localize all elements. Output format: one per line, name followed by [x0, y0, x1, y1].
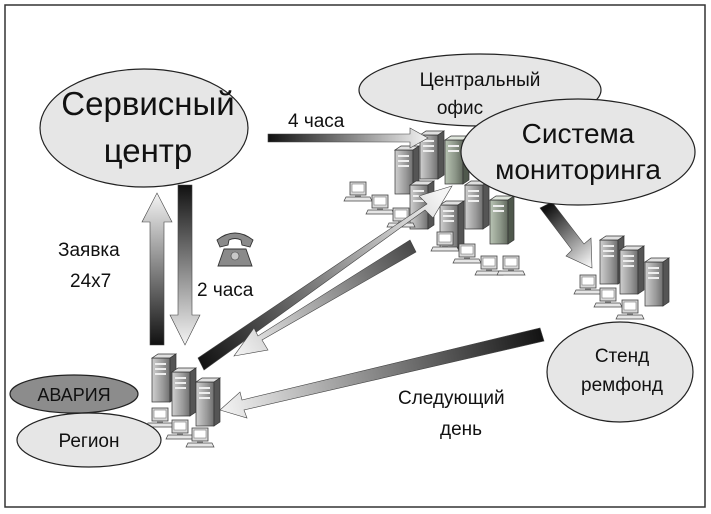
node-region: Регион	[16, 412, 162, 468]
telephone-icon	[216, 232, 254, 267]
label-two-hours: 2 часа	[197, 280, 254, 301]
arrow-monitoring-to-stand	[539, 201, 593, 269]
node-stand-repair: Стенд ремфонд	[546, 321, 694, 423]
central-office-line1: Центральный	[420, 70, 541, 91]
service-center-line2: центр	[104, 132, 193, 169]
label-next-day-line2: день	[440, 419, 482, 440]
stand-line2: ремфонд	[581, 375, 663, 396]
label-request-line2: 24х7	[70, 271, 111, 292]
arrow-service-to-office	[267, 127, 429, 149]
monitoring-line1: Система	[522, 118, 635, 149]
accident-label: АВАРИЯ	[37, 385, 110, 405]
arrow-service-to-region	[169, 184, 201, 346]
arrow-stand-to-region	[219, 327, 545, 419]
monitoring-line2: мониторинга	[495, 154, 661, 185]
central-office-line2: офис	[437, 98, 483, 119]
stand-line1: Стенд	[595, 346, 649, 367]
service-center-line1: Сервисный	[61, 85, 234, 122]
node-service-center: Сервисный центр	[39, 68, 249, 188]
arrow-region-to-monitoring	[197, 185, 453, 371]
region-label: Регион	[58, 431, 119, 452]
label-request-line1: Заявка	[58, 240, 120, 261]
label-four-hours: 4 часа	[288, 111, 345, 132]
node-monitoring-system: Система мониторинга	[460, 98, 696, 206]
arrow-monitoring-to-region	[233, 239, 417, 357]
label-next-day-line1: Следующий	[398, 388, 505, 409]
arrow-region-to-service	[141, 192, 173, 346]
node-accident: АВАРИЯ	[9, 374, 139, 414]
